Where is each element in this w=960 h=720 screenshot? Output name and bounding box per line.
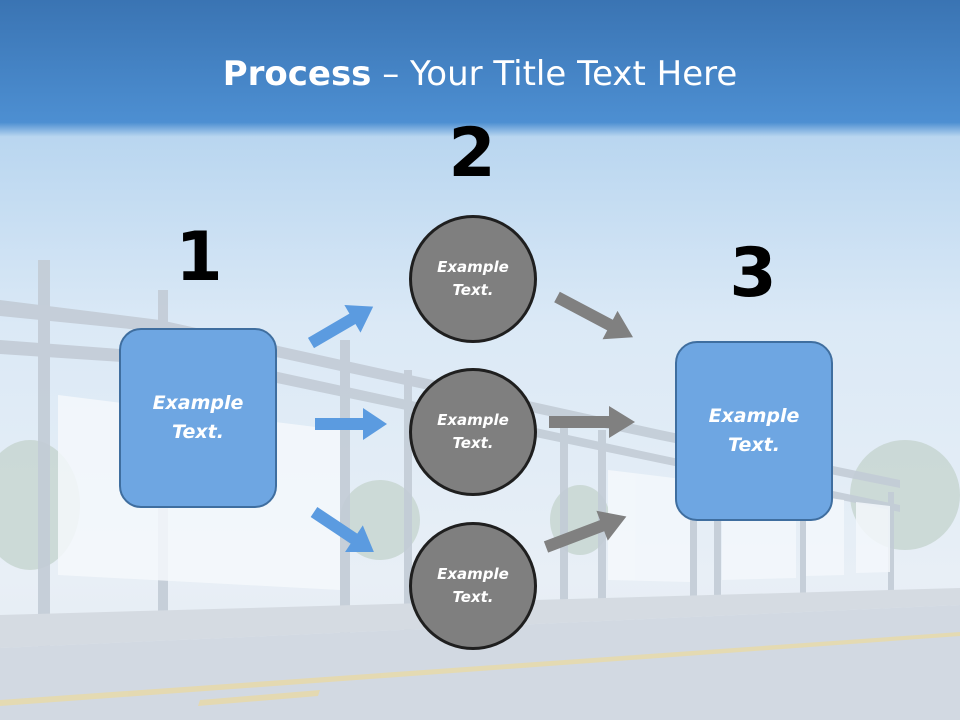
step-2-circle-top: Example Text. (409, 215, 537, 343)
step-1-box: Example Text. (119, 328, 277, 508)
title-bold: Process (222, 54, 372, 94)
step-number-3: 3 (729, 234, 777, 313)
arrow-gray-down-right (554, 291, 634, 340)
arrow-blue-right (315, 408, 387, 440)
step-number-2: 2 (448, 114, 496, 193)
arrow-gray-right (549, 406, 635, 438)
step-2-circle-middle: Example Text. (409, 368, 537, 496)
title-rest: – Your Title Text Here (371, 54, 738, 94)
slide-title: Process – Your Title Text Here (0, 52, 960, 96)
step-3-box: Example Text. (675, 341, 833, 521)
arrow-gray-up-right (543, 510, 627, 553)
arrow-blue-up-right (307, 304, 374, 349)
step-number-1: 1 (175, 218, 223, 297)
step-2-circle-bottom: Example Text. (409, 522, 537, 650)
arrow-blue-down-right (310, 507, 374, 552)
